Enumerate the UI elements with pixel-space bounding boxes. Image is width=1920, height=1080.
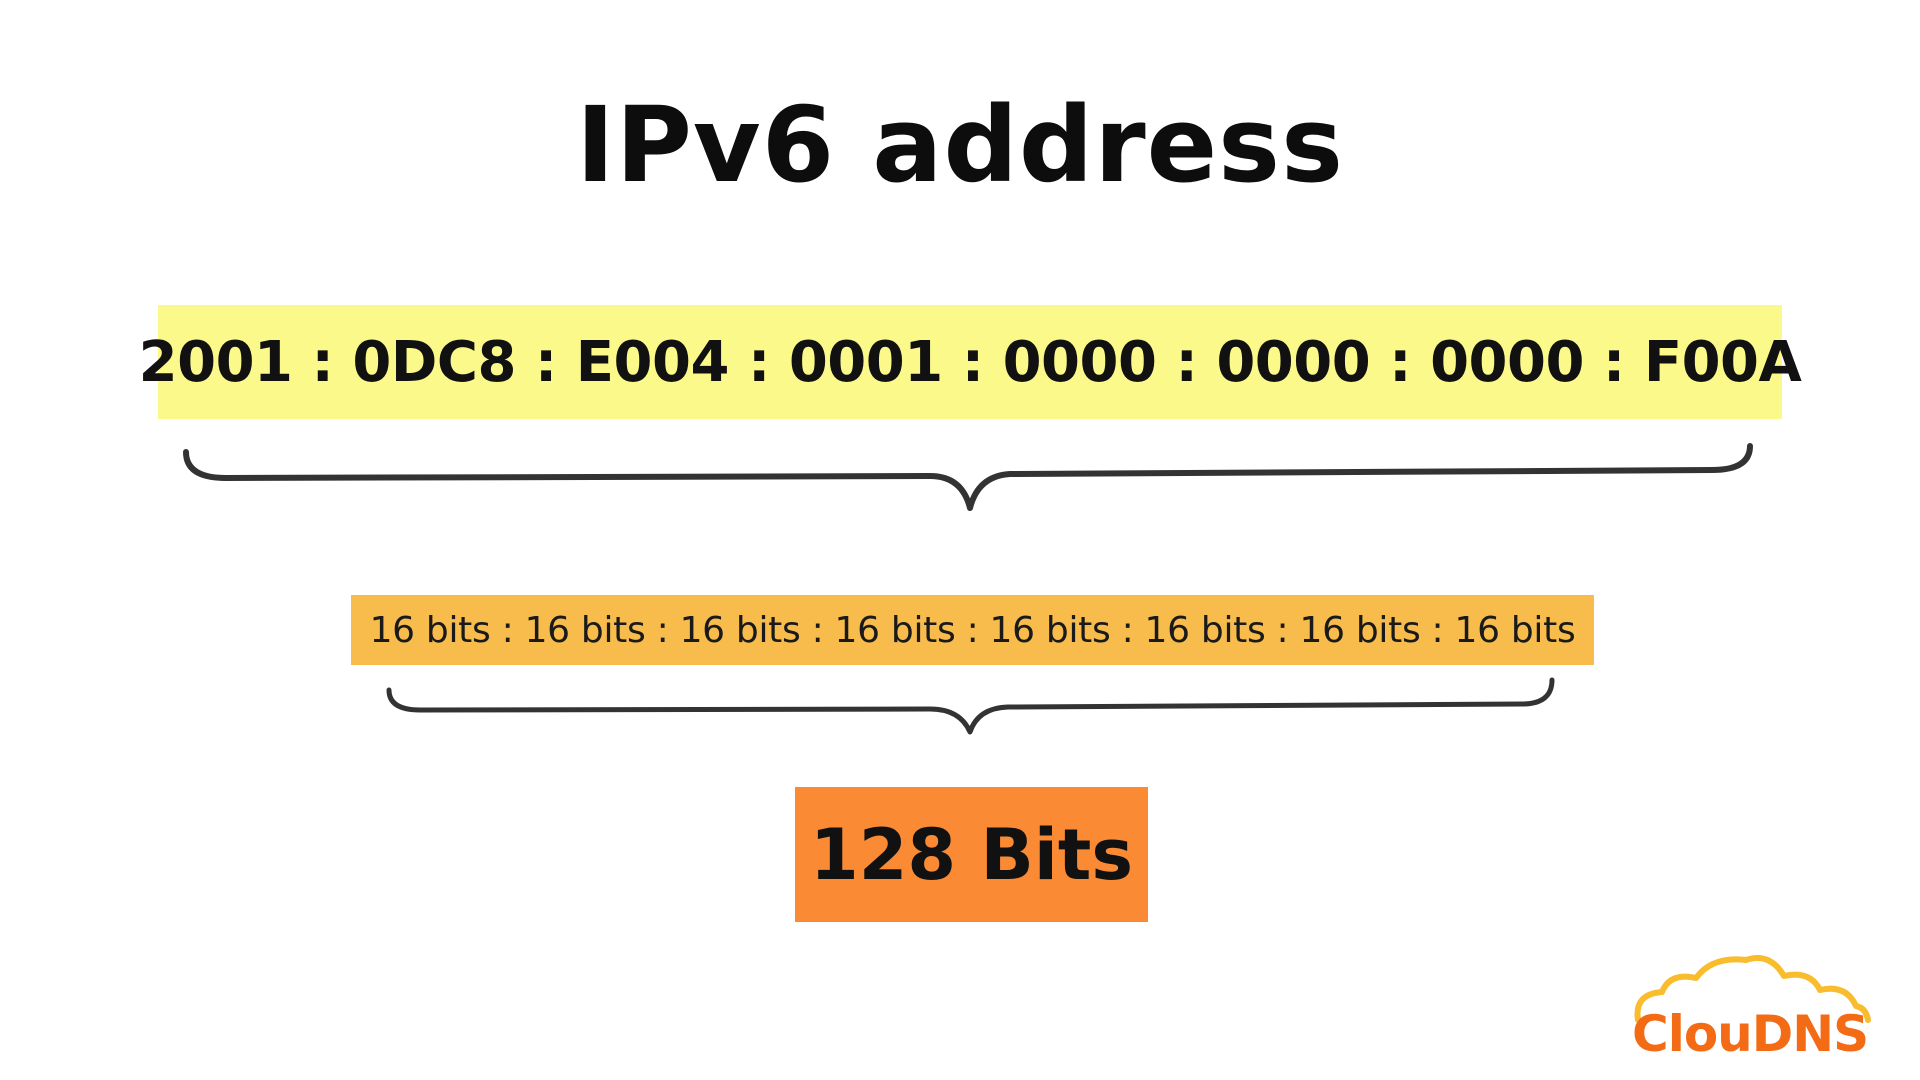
ipv6-address-text: 2001 : 0DC8 : E004 : 0001 : 0000 : 0000 …	[138, 329, 1802, 395]
total-bits-text: 128 Bits	[810, 813, 1133, 896]
logo-wordmark: ClouDNS	[1632, 1005, 1869, 1063]
cloudns-logo: ClouDNS	[1620, 950, 1900, 1070]
diagram-title: IPv6 address	[576, 84, 1344, 206]
address-brace-icon	[183, 443, 1753, 511]
bits-breakdown-box: 16 bits : 16 bits : 16 bits : 16 bits : …	[351, 595, 1594, 665]
bits-brace-icon	[386, 677, 1555, 735]
bits-breakdown-text: 16 bits : 16 bits : 16 bits : 16 bits : …	[369, 609, 1576, 651]
cloud-icon	[1634, 955, 1871, 1023]
ipv6-address-box: 2001 : 0DC8 : E004 : 0001 : 0000 : 0000 …	[139, 305, 1802, 419]
total-bits-box: 128 Bits	[795, 787, 1148, 922]
